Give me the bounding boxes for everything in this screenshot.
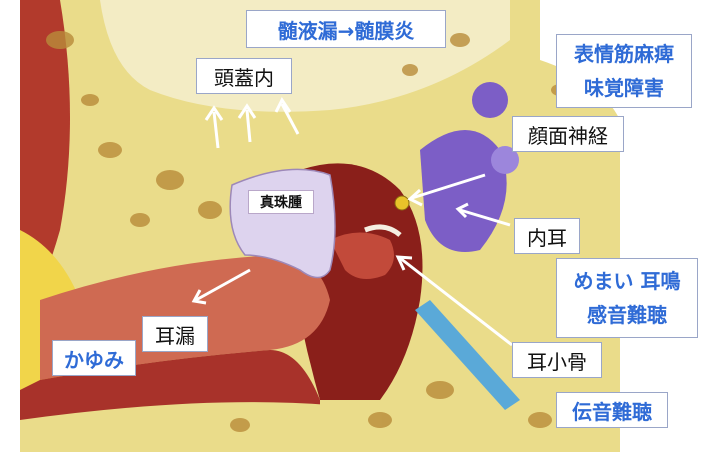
instrument (415, 300, 520, 410)
intracranial-label: 頭蓋内 (196, 58, 292, 94)
facial-palsy-line2: 味覚障害 (584, 76, 664, 100)
facial-nerve-label: 顔面神経 (512, 116, 624, 152)
otorrhea-label: 耳漏 (142, 316, 208, 352)
ossicles-label: 耳小骨 (512, 342, 602, 378)
sensorineural-text: 感音難聴 (587, 303, 667, 327)
inner-ear-symptoms-label: めまい 耳鳴 感音難聴 (556, 258, 698, 338)
vertigo-tinnitus-text: めまい 耳鳴 (573, 269, 681, 293)
cholesteatoma-label: 真珠腫 (248, 190, 314, 214)
conductive-hearing-loss-label: 伝音難聴 (556, 392, 668, 428)
arrows (191, 97, 513, 347)
csf-leak-meningitis-label: 髄液漏→髄膜炎 (246, 10, 446, 48)
facial-nerve-dot (394, 195, 410, 211)
inner-ear-label: 内耳 (514, 218, 580, 254)
bone-pores (46, 31, 569, 432)
facial-palsy-label: 表情筋麻痺 味覚障害 (556, 34, 692, 108)
inner-ear-cochlea (420, 130, 507, 252)
ossicle-shape (330, 232, 394, 279)
facial-palsy-line1: 表情筋麻痺 (574, 42, 674, 66)
itching-label: かゆみ (52, 340, 136, 376)
